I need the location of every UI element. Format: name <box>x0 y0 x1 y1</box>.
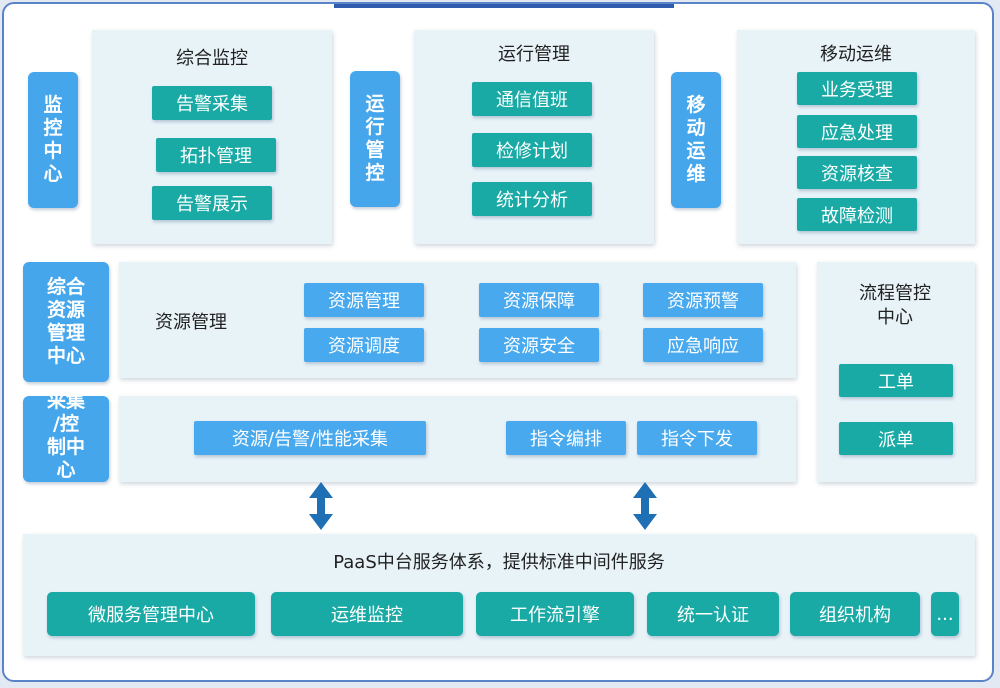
label-line: 综合 <box>46 276 85 298</box>
resource-scheduling-button[interactable]: 资源调度 <box>304 328 424 362</box>
panel-title: 流程管控中心 <box>859 283 931 328</box>
label-line: 制中 <box>46 436 85 458</box>
alarm-collection-button[interactable]: 告警采集 <box>152 86 272 120</box>
resource-verification-button[interactable]: 资源核查 <box>797 156 917 189</box>
organization-button[interactable]: 组织机构 <box>790 592 920 636</box>
workflow-engine-button[interactable]: 工作流引擎 <box>476 592 634 636</box>
unified-authentication-button[interactable]: 统一认证 <box>647 592 779 636</box>
paas-panel: PaaS中台服务体系，提供标准中间件服务 微服务管理中心 运维监控 工作流引擎 … <box>23 534 975 656</box>
label-char: 移 <box>686 94 706 116</box>
resource-center-label: 综合 资源 管理 中心 <box>23 262 109 382</box>
maintenance-plan-button[interactable]: 检修计划 <box>472 133 592 167</box>
label-char: 维 <box>686 163 706 185</box>
resource-management-button[interactable]: 资源管理 <box>304 283 424 317</box>
panel-title: 综合监控 <box>176 48 248 69</box>
panel-title: 资源管理 <box>155 312 227 333</box>
panel-title: 运行管理 <box>498 44 570 65</box>
emergency-handling-button[interactable]: 应急处理 <box>797 115 917 148</box>
label-line: 心 <box>56 459 76 481</box>
label-char: 行 <box>365 116 385 138</box>
bidirectional-arrow-icon <box>309 482 333 530</box>
label-char: 运 <box>365 93 385 115</box>
business-acceptance-button[interactable]: 业务受理 <box>797 72 917 105</box>
resource-guarantee-button[interactable]: 资源保障 <box>479 283 599 317</box>
panel-title: PaaS中台服务体系，提供标准中间件服务 <box>333 552 665 573</box>
emergency-response-button[interactable]: 应急响应 <box>643 328 763 362</box>
collection-panel: 资源/告警/性能采集 指令编排 指令下发 <box>119 396 796 482</box>
label-char: 动 <box>686 117 706 139</box>
resource-security-button[interactable]: 资源安全 <box>479 328 599 362</box>
resource-alarm-performance-collection-button[interactable]: 资源/告警/性能采集 <box>194 421 426 455</box>
integrated-monitoring-panel: 综合监控 告警采集 拓扑管理 告警展示 <box>92 30 332 244</box>
panel-title: 移动运维 <box>820 44 892 65</box>
more-button[interactable]: ... <box>931 592 959 636</box>
mobile-ops-label: 移 动 运 维 <box>671 72 721 208</box>
alarm-display-button[interactable]: 告警展示 <box>152 186 272 220</box>
label-char: 监 <box>43 94 63 116</box>
work-order-button[interactable]: 工单 <box>839 364 953 397</box>
label-char: 控 <box>365 162 385 184</box>
ops-monitoring-button[interactable]: 运维监控 <box>271 592 463 636</box>
operation-management-panel: 运行管理 通信值班 检修计划 统计分析 <box>414 30 654 244</box>
dispatch-order-button[interactable]: 派单 <box>839 422 953 455</box>
mobile-ops-panel: 移动运维 业务受理 应急处理 资源核查 故障检测 <box>737 30 975 244</box>
microservice-management-center-button[interactable]: 微服务管理中心 <box>47 592 255 636</box>
label-line: 资源 <box>46 299 85 321</box>
topology-management-button[interactable]: 拓扑管理 <box>156 138 276 172</box>
fault-detection-button[interactable]: 故障检测 <box>797 198 917 231</box>
label-char: 心 <box>43 163 63 185</box>
label-char: 中 <box>43 140 63 162</box>
label-line: 采集 <box>46 396 85 412</box>
statistical-analysis-button[interactable]: 统计分析 <box>472 182 592 216</box>
label-line: /控 <box>53 413 79 435</box>
resource-management-panel: 资源管理 资源管理 资源保障 资源预警 资源调度 资源安全 应急响应 <box>119 262 796 378</box>
communication-duty-button[interactable]: 通信值班 <box>472 82 592 116</box>
label-line: 中心 <box>46 345 85 367</box>
resource-warning-button[interactable]: 资源预警 <box>643 283 763 317</box>
process-control-panel: 流程管控中心 工单 派单 <box>817 262 975 482</box>
label-char: 控 <box>43 117 63 139</box>
collect-control-center-label: 采集 /控 制中 心 <box>23 396 109 482</box>
bidirectional-arrow-icon <box>633 482 657 530</box>
label-line: 管理 <box>46 322 85 344</box>
label-char: 管 <box>365 139 385 161</box>
monitor-center-label: 监 控 中 心 <box>28 72 78 208</box>
top-accent-bar <box>334 4 674 8</box>
command-dispatch-button[interactable]: 指令下发 <box>637 421 757 455</box>
operation-control-label: 运 行 管 控 <box>350 71 400 207</box>
command-orchestration-button[interactable]: 指令编排 <box>506 421 626 455</box>
label-char: 运 <box>686 140 706 162</box>
